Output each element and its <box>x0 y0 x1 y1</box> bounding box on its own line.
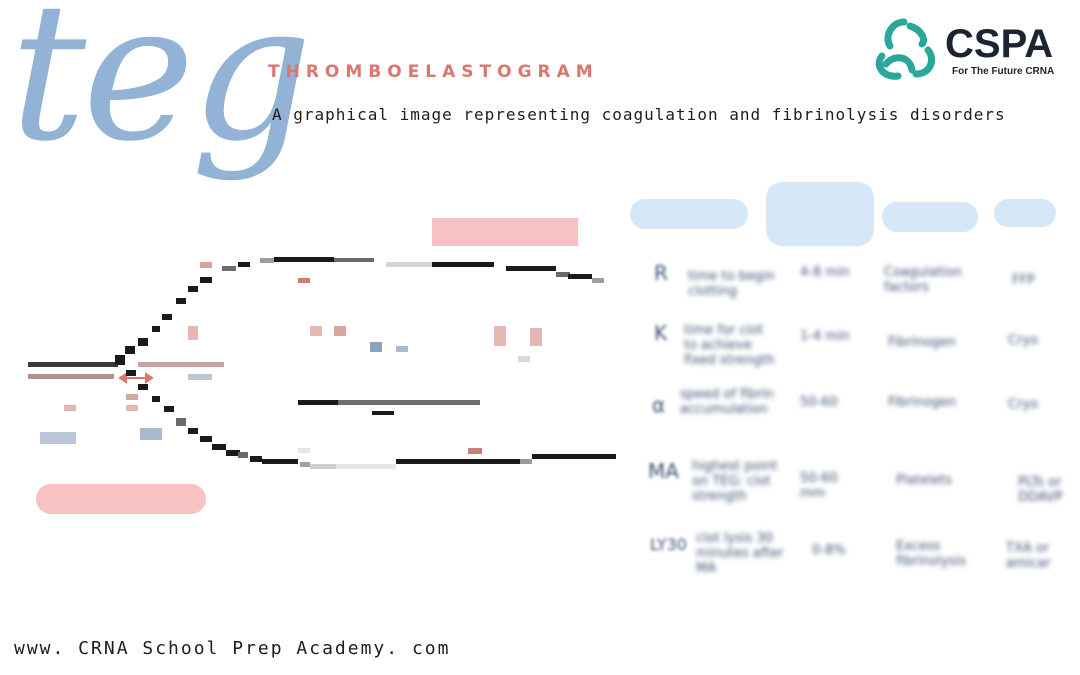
lower-curve <box>126 370 616 469</box>
row-4-treatment: PLTs or DDAVP <box>1018 475 1063 505</box>
row-3-description: speed of fibrin accumulation <box>680 387 774 417</box>
row-4-description: highest point on TEG: clot strength <box>692 459 778 504</box>
middle-line <box>298 400 480 405</box>
row-4-range: 50-60 mm <box>800 471 838 501</box>
cspa-logo-icon[interactable] <box>870 14 1070 80</box>
row-3-label: α <box>652 393 666 417</box>
row-1-label: R <box>654 261 668 285</box>
row-5-description: clot lysis 30 minutes after MA <box>696 531 784 576</box>
row-1-range: 4-8 min <box>800 265 850 280</box>
redaction-header-3 <box>882 202 978 232</box>
row-3-treatment: Cryo <box>1008 397 1039 412</box>
row-2-range: 1-4 min <box>800 329 850 344</box>
row-2-label: K <box>654 321 668 345</box>
redaction-pink-bottom <box>36 484 206 514</box>
teg-title: teg <box>10 0 312 183</box>
page-subheading: A graphical image representing coagulati… <box>272 105 1006 124</box>
logo-name: CSPA <box>945 22 1054 66</box>
baseline-line <box>28 362 118 367</box>
row-4-label: MA <box>648 459 679 483</box>
upper-curve <box>115 257 604 365</box>
row-5-label: LY30 <box>650 535 687 554</box>
row-2-description: time for clot to achieve fixed strength <box>684 323 775 368</box>
diagram-artifacts <box>40 262 542 454</box>
row-5-factor: Excess fibrinolysis <box>896 539 967 569</box>
double-arrow-icon <box>118 372 154 384</box>
logo-tagline: For The Future CRNA <box>952 66 1055 77</box>
teg-tracing-diagram <box>28 257 616 469</box>
redaction-header-4 <box>994 199 1056 227</box>
footer-website-link[interactable]: www. CRNA School Prep Academy. com <box>14 638 451 659</box>
row-4-factor: Platelets <box>896 473 952 488</box>
row-3-range: 50-60 <box>800 395 838 410</box>
redaction-pink-top <box>432 218 578 246</box>
row-1-treatment: FFP <box>1012 273 1035 288</box>
baseline-line-lower <box>28 374 114 379</box>
row-2-factor: Fibrinogen <box>888 335 957 350</box>
page-heading: THROMBOELASTOGRAM <box>268 62 599 82</box>
redaction-header-1 <box>630 199 748 229</box>
row-5-treatment: TXA or amicar <box>1006 541 1051 571</box>
row-3-factor: Fibrinogen <box>888 395 957 410</box>
divider-line <box>138 362 224 367</box>
redaction-header-2 <box>766 182 874 246</box>
row-1-factor: Coagulation factors <box>884 265 962 295</box>
row-5-range: 0-8% <box>812 543 846 558</box>
row-1-description: time to begin clotting <box>688 269 776 299</box>
row-2-treatment: Cryo <box>1008 333 1039 348</box>
